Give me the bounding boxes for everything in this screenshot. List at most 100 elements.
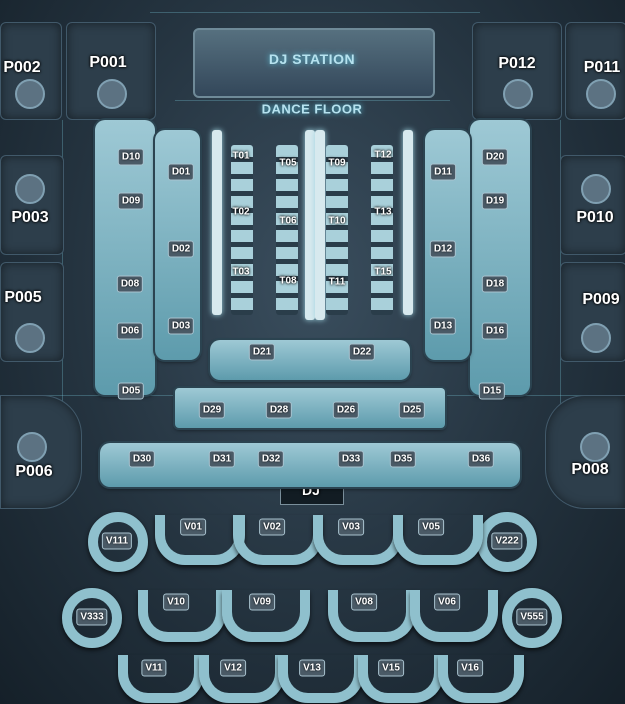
rear-booth-row [100, 443, 520, 487]
booth-d08[interactable]: D08 [116, 275, 144, 293]
private-room-p005[interactable] [0, 262, 64, 362]
private-room-p002[interactable] [0, 22, 62, 120]
vip-booth-v555-shape [502, 588, 562, 648]
stage-pillar [403, 130, 413, 315]
vip-booth-v10[interactable]: V10 [163, 593, 189, 611]
booth-d20[interactable]: D20 [481, 148, 509, 166]
vip-booth-v05[interactable]: V05 [418, 518, 444, 536]
private-room-p011[interactable] [565, 22, 625, 120]
vip-booth-v16[interactable]: V16 [457, 659, 483, 677]
vip-booth-v111-shape [88, 512, 148, 572]
vip-booth-v08[interactable]: V08 [351, 593, 377, 611]
table-t06[interactable]: T06 [279, 215, 297, 227]
vip-booth-v222[interactable]: V222 [491, 532, 523, 550]
private-room-p008[interactable] [545, 395, 625, 509]
booth-d32[interactable]: D32 [257, 450, 285, 468]
table-column[interactable] [326, 145, 348, 315]
vip-booth-v03[interactable]: V03 [338, 518, 364, 536]
table-t05[interactable]: T05 [279, 157, 297, 169]
vip-booth-v555[interactable]: V555 [516, 608, 548, 626]
right-outer-booths [470, 120, 530, 395]
booth-d31[interactable]: D31 [208, 450, 236, 468]
vip-booth-v13[interactable]: V13 [299, 659, 325, 677]
stage-pillar [212, 130, 222, 315]
p003-label: P003 [11, 209, 49, 226]
p009-label: P009 [582, 291, 620, 308]
table-t12[interactable]: T12 [374, 149, 392, 161]
p002-label: P002 [3, 59, 41, 76]
private-room-p001[interactable] [66, 22, 156, 120]
booth-d06[interactable]: D06 [116, 322, 144, 340]
table-t10[interactable]: T10 [328, 215, 346, 227]
vip-booth-v06[interactable]: V06 [434, 593, 460, 611]
vip-booth-v15[interactable]: V15 [378, 659, 404, 677]
booth-d01[interactable]: D01 [167, 163, 195, 181]
booth-d21[interactable]: D21 [248, 343, 276, 361]
private-room-p006[interactable] [0, 395, 82, 509]
circuit-line [175, 100, 450, 101]
vip-booth-v16-shape [438, 655, 524, 703]
private-room-p010[interactable] [560, 155, 625, 255]
p008-label: P008 [571, 461, 609, 478]
booth-d22[interactable]: D22 [348, 343, 376, 361]
booth-d13[interactable]: D13 [429, 317, 457, 335]
booth-d15[interactable]: D15 [478, 382, 506, 400]
vip-booth-v111[interactable]: V111 [101, 532, 133, 550]
vip-booth-v06-shape [410, 590, 498, 642]
booth-d18[interactable]: D18 [481, 275, 509, 293]
dj-station-label: DJ STATION [268, 51, 356, 67]
vip-booth-v09[interactable]: V09 [249, 593, 275, 611]
vip-booth-v11[interactable]: V11 [141, 659, 167, 677]
booth-d11[interactable]: D11 [430, 163, 456, 181]
booth-d16[interactable]: D16 [481, 322, 509, 340]
p006-label: P006 [15, 463, 53, 480]
table-t02[interactable]: T02 [232, 206, 250, 218]
vip-booth-v333[interactable]: V333 [76, 608, 108, 626]
booth-d29[interactable]: D29 [198, 401, 226, 419]
p012-label: P012 [498, 55, 536, 72]
table-column[interactable] [276, 145, 298, 315]
booth-d09[interactable]: D09 [117, 192, 145, 210]
booth-d28[interactable]: D28 [265, 401, 293, 419]
vip-booth-v10-shape [138, 590, 226, 642]
left-outer-booths [95, 120, 155, 395]
private-room-p003[interactable] [0, 155, 64, 255]
table-column[interactable] [231, 145, 253, 315]
booth-d30[interactable]: D30 [128, 450, 156, 468]
table-column[interactable] [371, 145, 393, 315]
table-t11[interactable]: T11 [328, 276, 346, 288]
p001-label: P001 [89, 54, 127, 71]
booth-d19[interactable]: D19 [481, 192, 509, 210]
table-t13[interactable]: T13 [374, 206, 392, 218]
dance-floor-label: DANCE FLOOR [261, 101, 363, 117]
vip-booth-v12[interactable]: V12 [220, 659, 246, 677]
vip-booth-v01[interactable]: V01 [180, 518, 206, 536]
booth-d03[interactable]: D03 [167, 317, 195, 335]
booth-d02[interactable]: D02 [167, 240, 195, 258]
table-t03[interactable]: T03 [232, 266, 250, 278]
circuit-line [150, 12, 480, 13]
p005-label: P005 [4, 289, 42, 306]
vip-booth-v333-shape [62, 588, 122, 648]
private-room-p012[interactable] [472, 22, 562, 120]
booth-d35[interactable]: D35 [389, 450, 417, 468]
table-t08[interactable]: T08 [279, 275, 297, 287]
booth-d25[interactable]: D25 [398, 401, 426, 419]
vip-booth-v05-shape [393, 515, 483, 565]
table-t15[interactable]: T15 [374, 266, 392, 278]
booth-d10[interactable]: D10 [117, 148, 145, 166]
p010-label: P010 [576, 209, 614, 226]
vip-booth-v09-shape [222, 590, 310, 642]
private-room-p009[interactable] [560, 262, 625, 362]
table-t01[interactable]: T01 [232, 150, 250, 162]
booth-d12[interactable]: D12 [429, 240, 457, 258]
booth-d33[interactable]: D33 [337, 450, 365, 468]
booth-d36[interactable]: D36 [467, 450, 495, 468]
booth-d26[interactable]: D26 [332, 401, 360, 419]
p011-label: P011 [583, 59, 621, 76]
table-t09[interactable]: T09 [328, 157, 346, 169]
booth-d05[interactable]: D05 [117, 382, 145, 400]
stage-pillar [315, 130, 325, 320]
vip-booth-v02[interactable]: V02 [259, 518, 285, 536]
